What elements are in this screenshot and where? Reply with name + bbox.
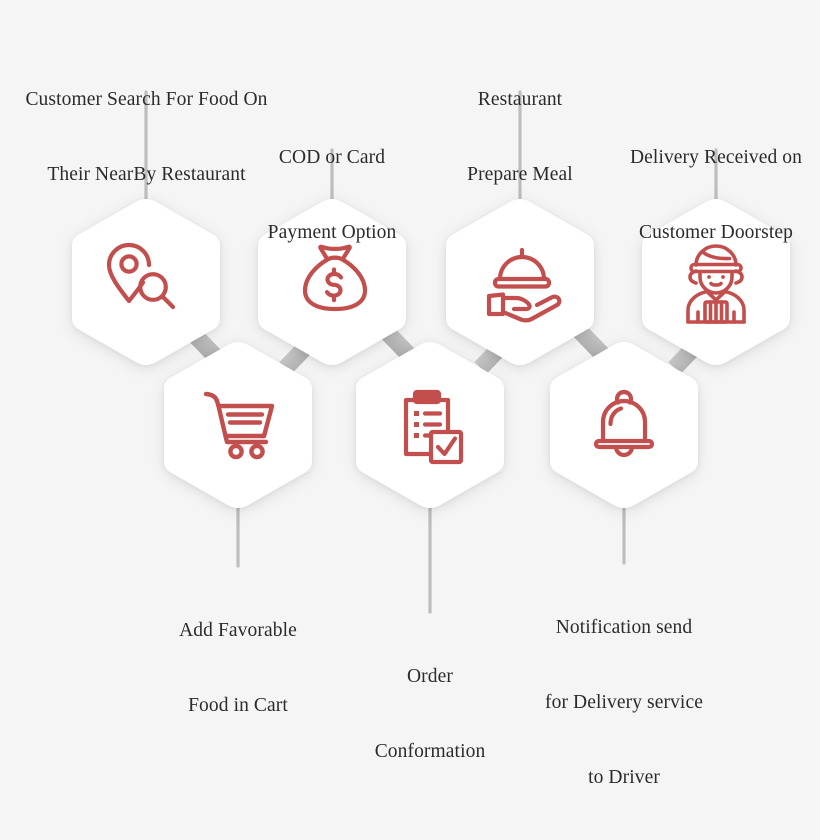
label-step-3-line-2: Payment Option xyxy=(267,222,397,243)
label-step-5-line-2: Prepare Meal xyxy=(467,164,573,185)
label-step-5: Restaurant Prepare Meal xyxy=(420,37,620,237)
label-step-1: Customer Search For Food On Their NearBy… xyxy=(8,37,285,237)
label-step-6-line-1: Notification send xyxy=(555,617,693,638)
label-step-4-line-1: Order xyxy=(407,666,453,687)
label-step-6-line-2: for Delivery service xyxy=(545,692,703,713)
label-step-3-line-1: COD or Card xyxy=(278,147,386,168)
shopping-cart-icon xyxy=(203,391,275,460)
label-step-5-line-1: Restaurant xyxy=(477,89,563,110)
money-bag-icon xyxy=(302,244,368,312)
label-step-3: COD or Card Payment Option xyxy=(232,95,432,295)
label-step-4: Order Conformation xyxy=(330,614,530,814)
label-step-4-line-2: Conformation xyxy=(374,741,486,762)
label-step-2: Add Favorable Food in Cart xyxy=(138,568,338,768)
label-step-1-line-2: Their NearBy Restaurant xyxy=(47,164,246,185)
label-step-7-line-1: Delivery Received on xyxy=(629,147,802,168)
label-step-2-line-1: Add Favorable xyxy=(179,620,297,641)
clipboard-check-icon xyxy=(403,389,464,465)
delivery-person-icon xyxy=(686,244,746,324)
label-step-7: Delivery Received on Customer Doorstep xyxy=(616,95,816,295)
label-step-6-line-3: to Driver xyxy=(588,767,660,788)
diagram-svg xyxy=(72,90,790,614)
infographic-canvas: Customer Search For Food On Their NearBy… xyxy=(8,37,816,788)
label-step-6: Notification send for Delivery service t… xyxy=(524,565,724,840)
serving-cloche-icon xyxy=(486,247,562,323)
label-step-2-line-2: Food in Cart xyxy=(188,695,288,716)
label-step-1-line-1: Customer Search For Food On xyxy=(25,89,268,110)
notification-bell-icon xyxy=(593,389,655,458)
location-search-icon xyxy=(106,242,176,310)
label-step-7-line-2: Customer Doorstep xyxy=(639,222,793,243)
